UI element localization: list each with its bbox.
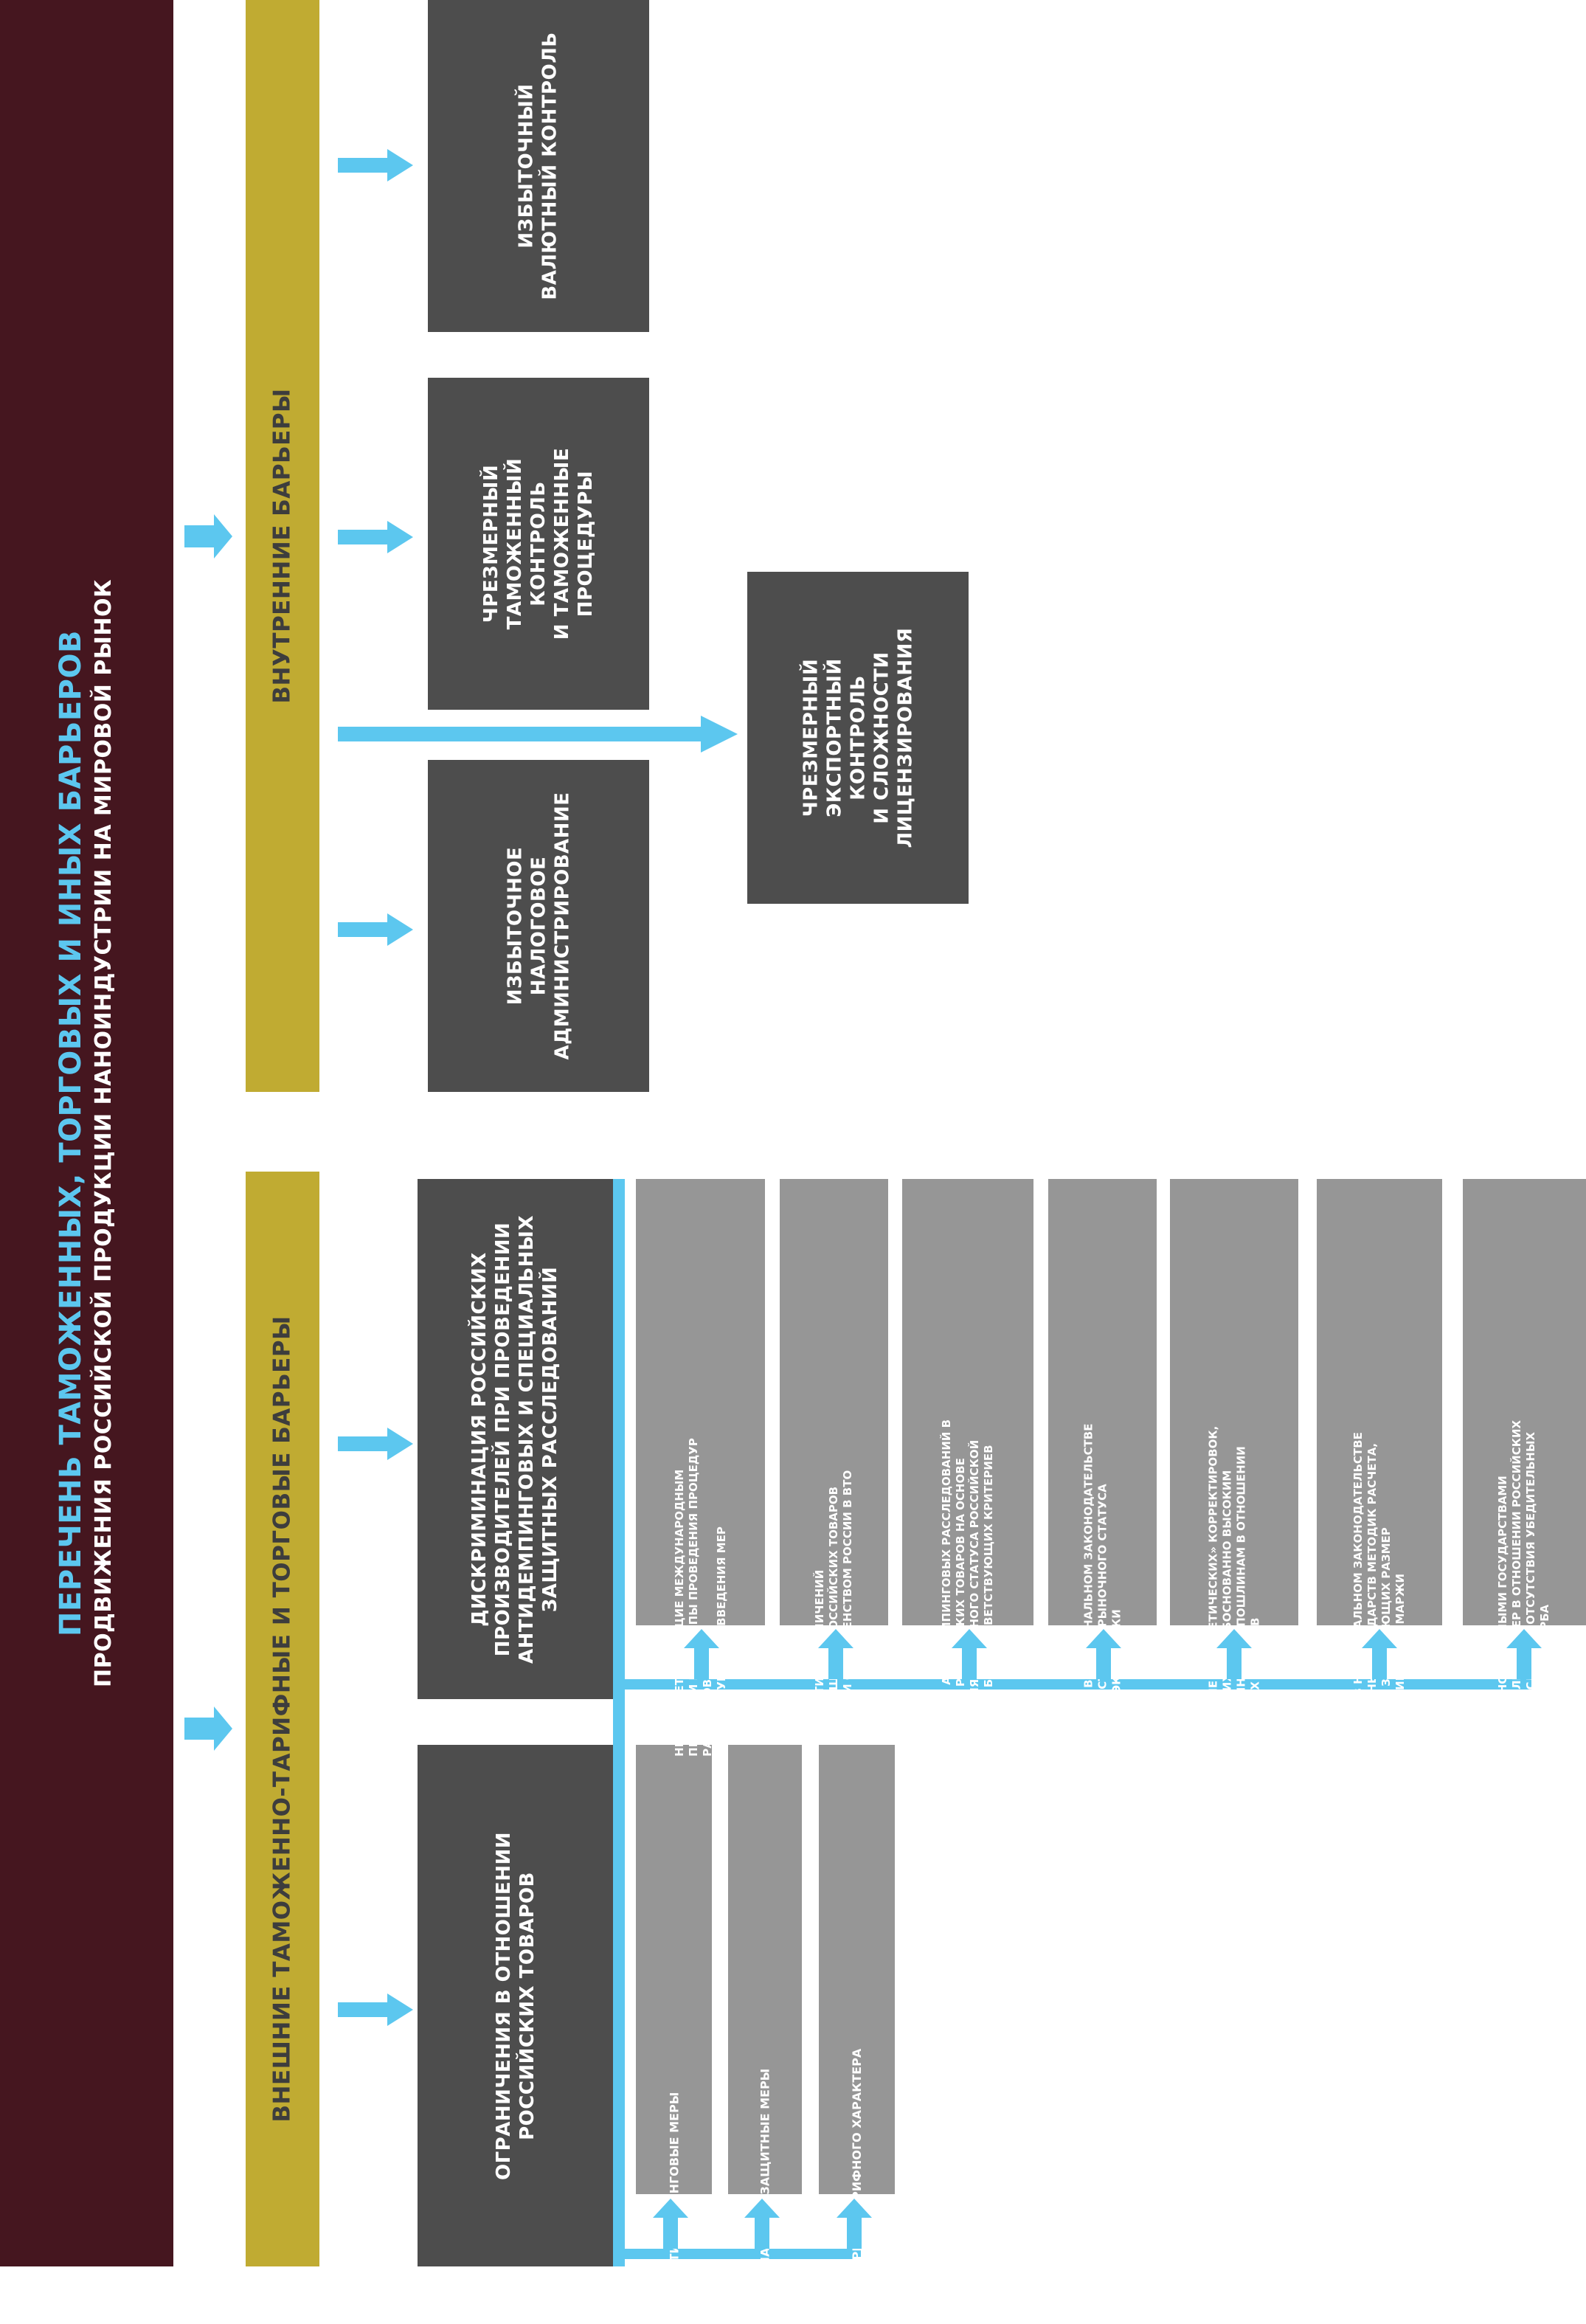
arrow-up-icon	[1362, 1629, 1397, 1679]
connector-restrictions	[613, 2249, 861, 2259]
arrow-right-icon	[338, 913, 413, 946]
arrow-right-icon	[184, 514, 232, 558]
arrow-up-icon	[1086, 1629, 1121, 1679]
arrow-up-icon	[1506, 1629, 1542, 1679]
arrow-right-icon	[338, 1993, 413, 2026]
arrow-layer	[184, 149, 1542, 2249]
discrimination-item: ЗАКРЕПЛЕНИЕ В НАЦИОНАЛЬНОМ ЗАКОНОДАТЕЛЬС…	[1048, 1179, 1157, 1785]
arrow-right-icon	[184, 1706, 232, 1751]
arrow-up-icon	[837, 2199, 872, 2249]
external-barriers-label: ВНЕШНИЕ ТАМОЖЕННО-ТАРИФНЫЕ И ТОРГОВЫЕ БА…	[246, 1172, 319, 2266]
connector-discrimination	[613, 1679, 1531, 1690]
arrow-right-icon	[338, 521, 413, 553]
arrow-up-icon	[952, 1629, 987, 1679]
discrimination-box: ДИСКРИМИНАЦИЯ РОССИЙСКИХ ПРОИЗВОДИТЕЛЕЙ …	[418, 1179, 613, 1699]
tax-administration-box: ИЗБЫТОЧНОЕ НАЛОГОВОЕ АДМИНИСТРИРОВАНИЕ	[428, 760, 649, 1092]
arrow-right-icon	[338, 716, 738, 753]
title-band	[0, 0, 173, 2266]
arrow-up-icon	[1216, 1629, 1252, 1679]
restriction-item: СПЕЦИАЛЬНЫЕ ЗАЩИТНЫЕ МЕРЫ	[728, 1745, 802, 2304]
internal-barriers-label: ВНУТРЕННИЕ БАРЬЕРЫ	[246, 0, 319, 1092]
restrictions-box: ОГРАНИЧЕНИЯ В ОТНОШЕНИИ РОССИЙСКИХ ТОВАР…	[418, 1745, 613, 2266]
arrow-up-icon	[684, 1629, 719, 1679]
arrow-up-icon	[744, 2199, 780, 2249]
arrow-right-icon	[338, 1428, 413, 1460]
connector-vertical	[613, 1179, 625, 2266]
arrow-up-icon	[653, 2199, 688, 2249]
currency-control-box: ИЗБЫТОЧНЫЙ ВАЛЮТНЫЙ КОНТРОЛЬ	[428, 0, 649, 332]
discrimination-item: ПРИМЕНЕНИЕ «ЭНЕРГЕТИЧЕСКИХ» КОРРЕКТИРОВО…	[1170, 1179, 1298, 1768]
restriction-item: АНТИДЕМПИНГОВЫЕ МЕРЫ	[636, 1745, 712, 2280]
arrow-right-icon	[338, 149, 413, 181]
customs-control-box: ЧРЕЗМЕРНЫЙ ТАМОЖЕННЫЙ КОНТРОЛЬ И ТАМОЖЕН…	[428, 378, 649, 710]
discrimination-item: ПРОВЕДЕНИЕ АНТИДЕМПИНГОВЫХ РАССЛЕДОВАНИЙ…	[902, 1179, 1033, 1775]
export-control-box: ЧРЕЗМЕРНЫЙ ЭКСПОРТНЫЙ КОНТРОЛЬ И СЛОЖНОС…	[747, 572, 969, 904]
arrow-up-icon	[818, 1629, 853, 1679]
restriction-item: ИНЫЕ МЕРЫ НЕТАРИФНОГО ХАРАКТЕРА	[819, 1745, 895, 2324]
